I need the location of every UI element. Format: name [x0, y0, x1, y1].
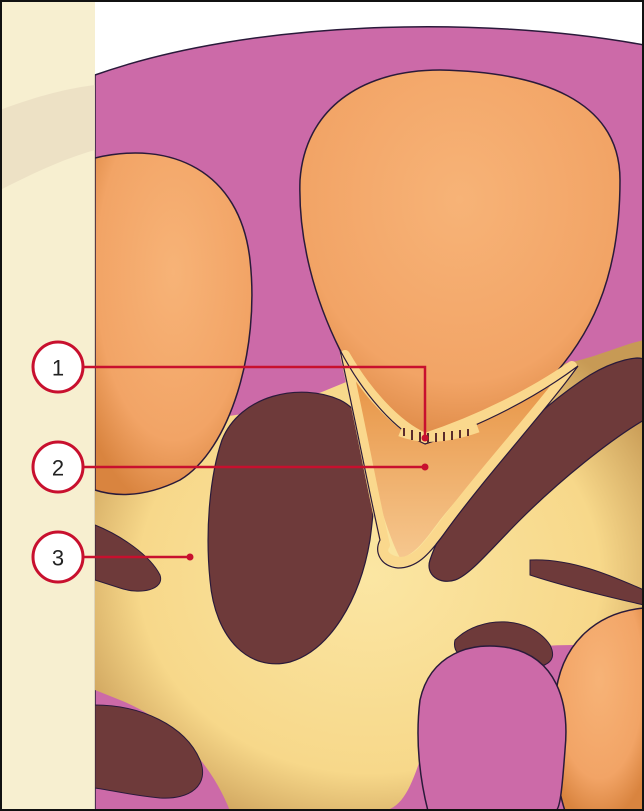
marker-1-label: 1	[52, 356, 64, 381]
marker-2-label: 2	[52, 456, 64, 481]
leader-dot-1	[422, 435, 429, 442]
leader-dot-3	[187, 554, 194, 561]
marker-3: 3	[33, 532, 83, 582]
leader-dot-2	[422, 464, 429, 471]
marker-1: 1	[33, 342, 83, 392]
marker-3-label: 3	[52, 546, 64, 571]
magenta-lobe-bottom	[418, 646, 566, 811]
marker-2: 2	[33, 442, 83, 492]
